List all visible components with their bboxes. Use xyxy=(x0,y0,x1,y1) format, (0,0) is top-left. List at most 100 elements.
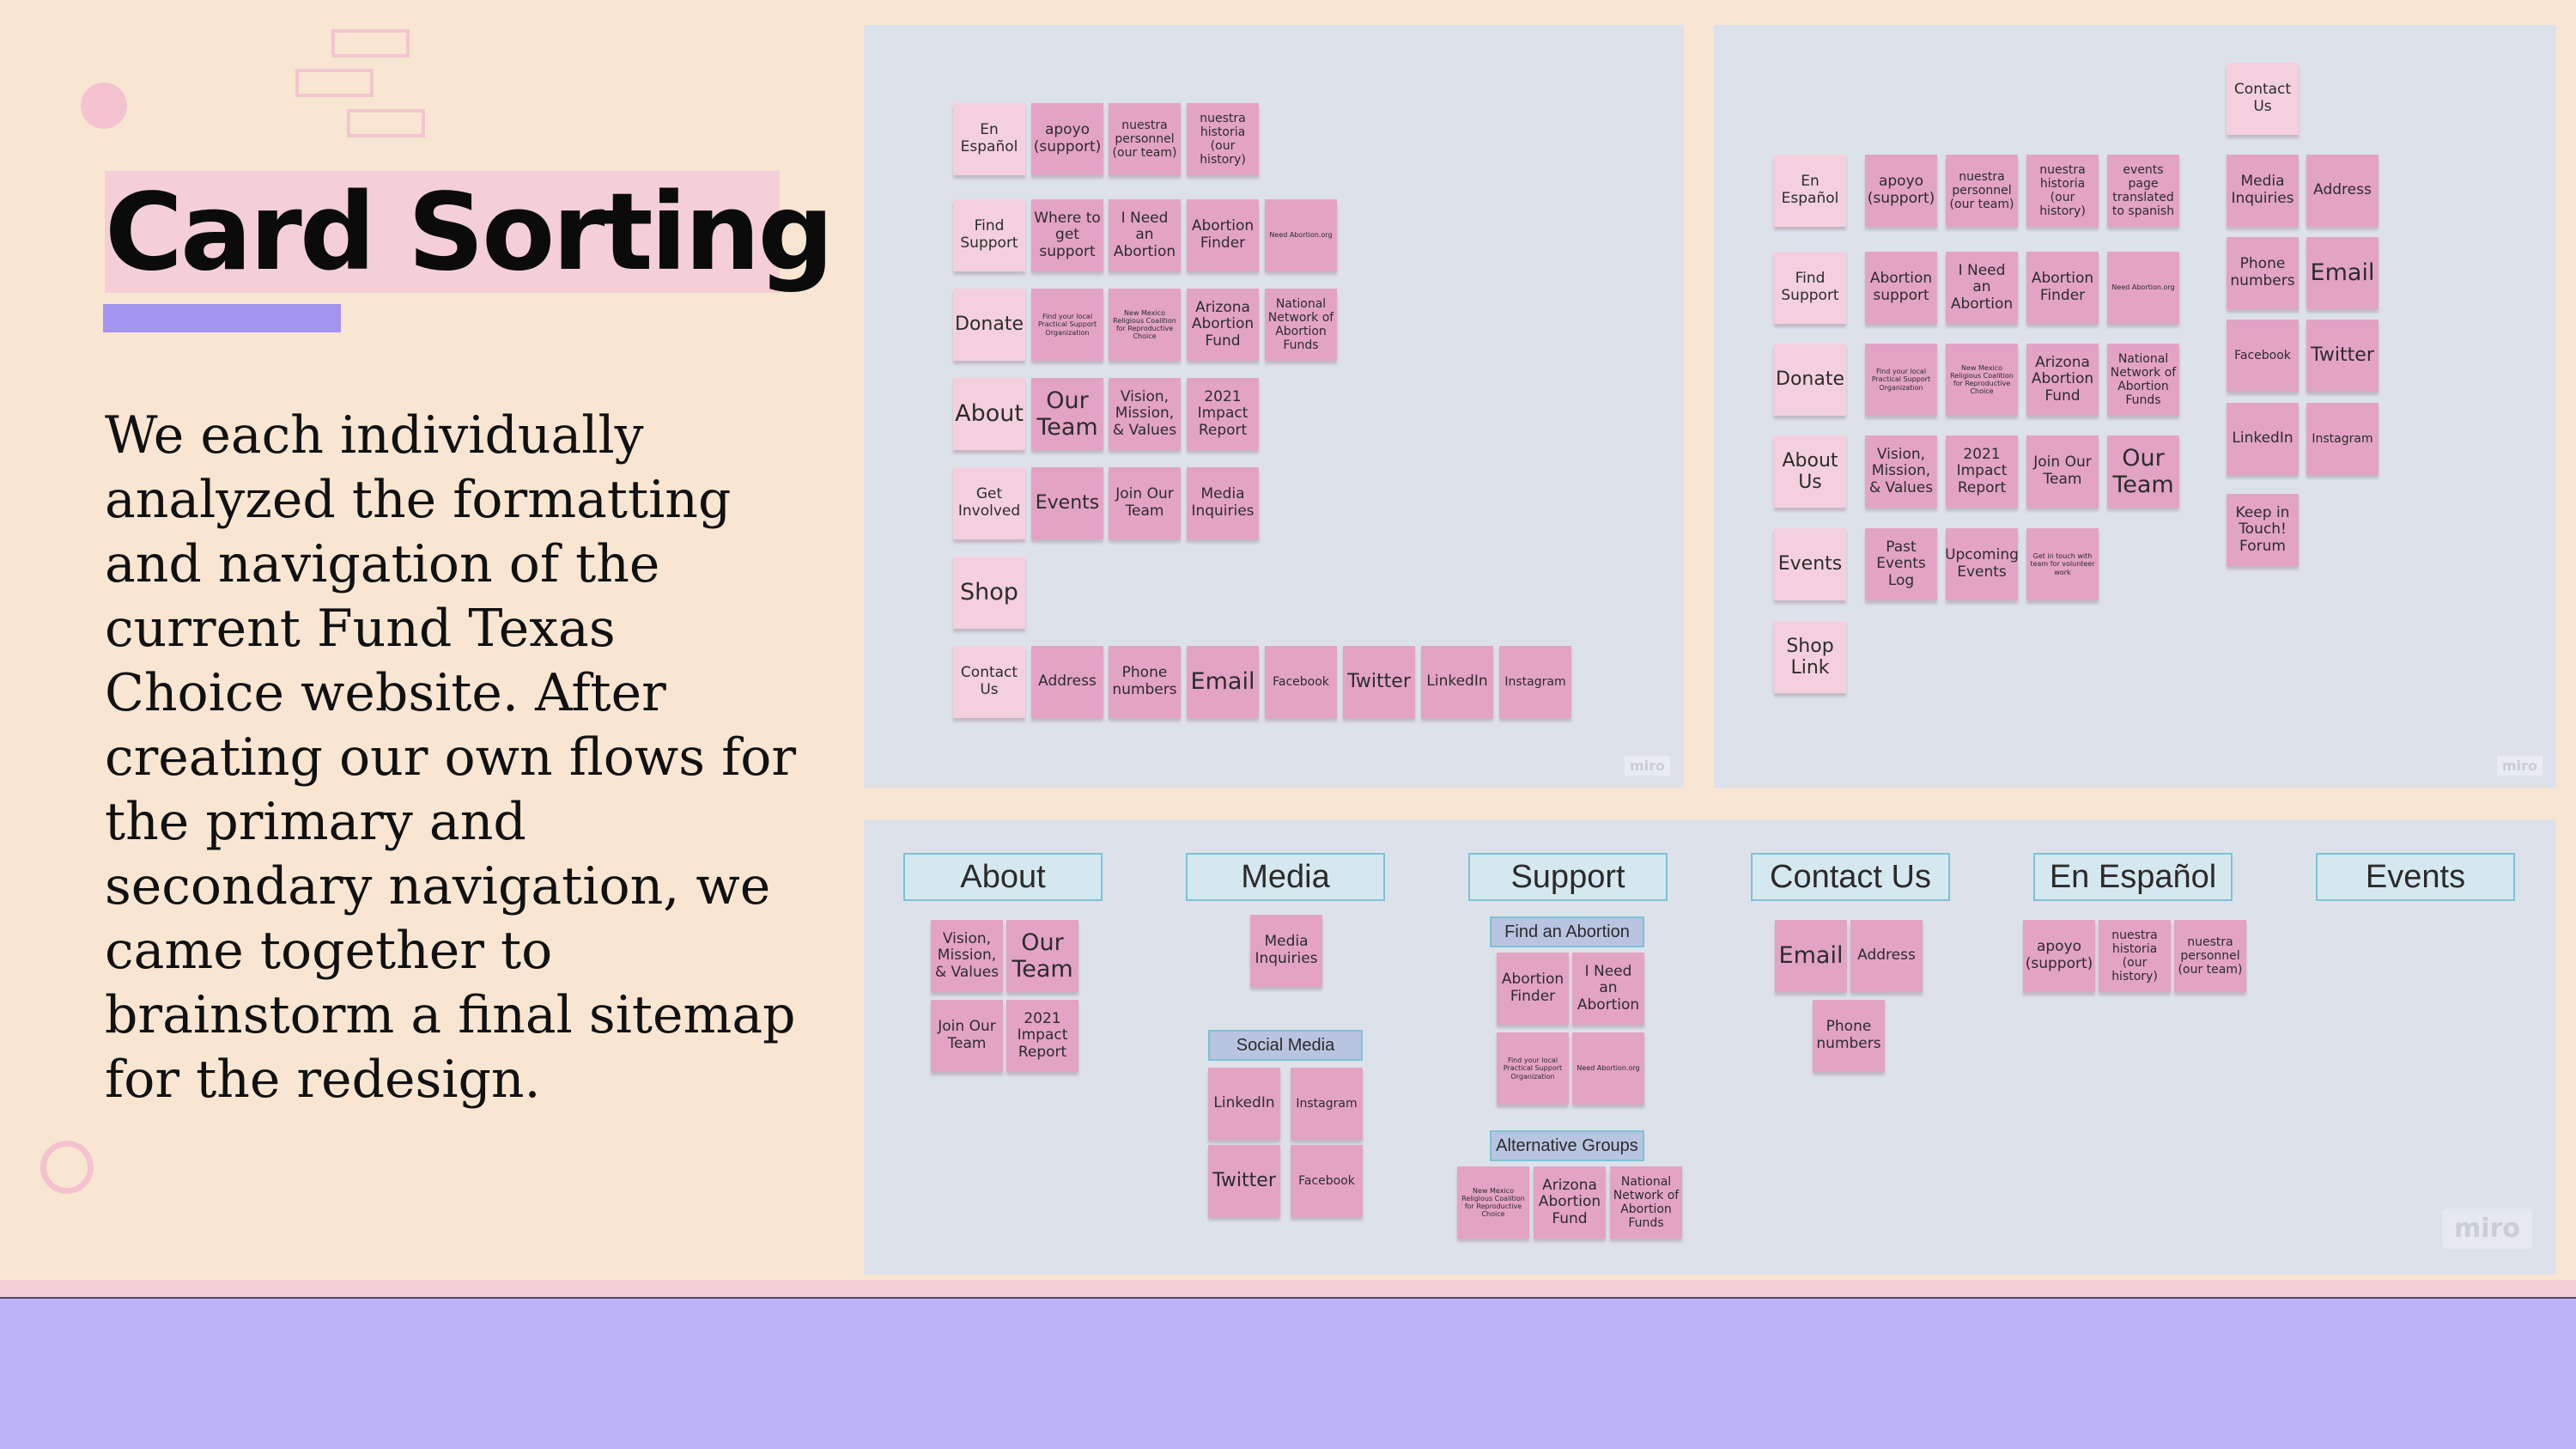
sticky-note[interactable]: events page translated to spanish xyxy=(2107,155,2179,227)
sticky-note[interactable]: Vision, Mission, & Values xyxy=(931,920,1003,992)
sticky-note[interactable]: nuestra historia (our history) xyxy=(1187,103,1259,175)
sticky-note[interactable]: Media Inquiries xyxy=(1250,915,1322,987)
sticky-note[interactable]: Find Support xyxy=(1774,252,1846,324)
sticky-note[interactable]: Keep in Touch! Forum xyxy=(2227,494,2299,566)
sticky-note[interactable]: Arizona Abortion Fund xyxy=(2026,344,2099,416)
sticky-note[interactable]: Twitter xyxy=(1208,1145,1280,1217)
sticky-note[interactable]: Donate xyxy=(953,289,1025,361)
sticky-note[interactable]: Facebook xyxy=(1265,646,1337,718)
sticky-note[interactable]: Email xyxy=(1187,646,1259,718)
sticky-note[interactable]: nuestra historia (our history) xyxy=(2099,920,2171,992)
sticky-note[interactable]: Upcoming Events xyxy=(1946,528,2018,600)
sticky-note[interactable]: Donate xyxy=(1774,344,1846,416)
sticky-note[interactable]: Phone numbers xyxy=(1813,1000,1885,1072)
sticky-note[interactable]: Need Abortion.org xyxy=(1265,199,1337,271)
sticky-note[interactable]: Contact Us xyxy=(953,646,1025,718)
sticky-note[interactable]: apoyo (support) xyxy=(1031,103,1103,175)
miro-board-sitemap[interactable]: About Media Support Contact Us En Españo… xyxy=(864,819,2556,1275)
category-support[interactable]: Support xyxy=(1468,853,1668,901)
sticky-note[interactable]: nuestra personnel (our team) xyxy=(1946,155,2018,227)
sticky-note[interactable]: Media Inquiries xyxy=(2227,155,2299,227)
sticky-note[interactable]: Address xyxy=(1031,646,1103,718)
sticky-note[interactable]: I Need an Abortion xyxy=(1109,199,1181,271)
sticky-note[interactable]: Find Support xyxy=(953,199,1025,271)
sticky-note[interactable]: 2021 Impact Report xyxy=(1946,435,2018,508)
sticky-note[interactable]: Events xyxy=(1774,528,1846,600)
sticky-note[interactable]: Get Involved xyxy=(953,467,1025,539)
subcategory-find-an-abortion[interactable]: Find an Abortion xyxy=(1490,916,1644,947)
sticky-note[interactable]: En Español xyxy=(1774,155,1846,227)
sticky-note[interactable]: Facebook xyxy=(1291,1145,1363,1217)
sticky-note[interactable]: New Mexico Religious Coalition for Repro… xyxy=(1109,289,1181,361)
sticky-note[interactable]: Contact Us xyxy=(2227,63,2299,135)
sticky-note[interactable]: LinkedIn xyxy=(1421,646,1493,718)
sticky-note[interactable]: Twitter xyxy=(1343,646,1415,718)
category-en-espanol[interactable]: En Español xyxy=(2033,853,2233,901)
sticky-note[interactable]: Find your local Practical Support Organi… xyxy=(1031,289,1103,361)
sticky-note[interactable]: Our Team xyxy=(1031,378,1103,450)
category-contact-us[interactable]: Contact Us xyxy=(1751,853,1950,901)
sticky-note[interactable]: nuestra personnel (our team) xyxy=(1109,103,1181,175)
sticky-note[interactable]: Vision, Mission, & Values xyxy=(1865,435,1937,508)
sticky-note[interactable]: I Need an Abortion xyxy=(1946,252,2018,324)
sticky-note[interactable]: Facebook xyxy=(2227,320,2299,392)
sticky-note[interactable]: Address xyxy=(2306,155,2379,227)
sticky-note[interactable]: 2021 Impact Report xyxy=(1006,1000,1078,1072)
sticky-note[interactable]: Vision, Mission, & Values xyxy=(1109,378,1181,450)
sticky-note[interactable]: Need Abortion.org xyxy=(1572,1032,1644,1105)
category-media[interactable]: Media xyxy=(1186,853,1385,901)
sticky-note[interactable]: Email xyxy=(1775,920,1847,992)
sticky-note[interactable]: LinkedIn xyxy=(1208,1068,1280,1140)
sticky-note[interactable]: Abortion Finder xyxy=(2026,252,2099,324)
sticky-note[interactable]: Twitter xyxy=(2306,320,2379,392)
sticky-note[interactable]: Phone numbers xyxy=(1109,646,1181,718)
sticky-note[interactable]: Need Abortion.org xyxy=(2107,252,2179,324)
sticky-note[interactable]: Arizona Abortion Fund xyxy=(1534,1166,1606,1239)
sticky-note[interactable]: Media Inquiries xyxy=(1187,467,1259,539)
sticky-note[interactable]: Our Team xyxy=(2107,435,2179,508)
sticky-note[interactable]: Join Our Team xyxy=(2026,435,2099,508)
sticky-note[interactable]: National Network of Abortion Funds xyxy=(1265,289,1337,361)
sticky-note[interactable]: Past Events Log xyxy=(1865,528,1937,600)
sticky-note[interactable]: Get in touch with team for volunteer wor… xyxy=(2026,528,2099,600)
sticky-note[interactable]: Join Our Team xyxy=(931,1000,1003,1072)
sticky-note[interactable]: About xyxy=(953,378,1025,450)
sticky-note[interactable]: Abortion support xyxy=(1865,252,1937,324)
sticky-note[interactable]: I Need an Abortion xyxy=(1572,953,1644,1025)
sticky-note[interactable]: nuestra historia (our history) xyxy=(2026,155,2099,227)
sticky-note[interactable]: National Network of Abortion Funds xyxy=(2107,344,2179,416)
miro-board-2[interactable]: En Español apoyo (support) nuestra perso… xyxy=(1714,25,2556,788)
sticky-note[interactable]: Where to get support xyxy=(1031,199,1103,271)
sticky-note[interactable]: nuestra personnel (our team) xyxy=(2174,920,2246,992)
sticky-note[interactable]: Shop Link xyxy=(1774,621,1846,693)
sticky-note[interactable]: Shop xyxy=(953,557,1025,629)
sticky-note[interactable]: Address xyxy=(1850,920,1923,992)
category-events[interactable]: Events xyxy=(2316,853,2515,901)
sticky-note[interactable]: apoyo (support) xyxy=(2023,920,2095,992)
sticky-note[interactable]: apoyo (support) xyxy=(1865,155,1937,227)
sticky-note[interactable]: Instagram xyxy=(2306,403,2379,475)
sticky-note[interactable]: Arizona Abortion Fund xyxy=(1187,289,1259,361)
sticky-note[interactable]: Events xyxy=(1031,467,1103,539)
sticky-note[interactable]: En Español xyxy=(953,103,1025,175)
sticky-note[interactable]: Phone numbers xyxy=(2227,237,2299,309)
sticky-note[interactable]: Join Our Team xyxy=(1109,467,1181,539)
sticky-note[interactable]: Instagram xyxy=(1499,646,1571,718)
sticky-note[interactable]: Abortion Finder xyxy=(1187,199,1259,271)
sticky-note[interactable]: 2021 Impact Report xyxy=(1187,378,1259,450)
category-about[interactable]: About xyxy=(903,853,1103,901)
sticky-note[interactable]: Find your local Practical Support Organi… xyxy=(1865,344,1937,416)
sticky-note[interactable]: Abortion Finder xyxy=(1497,953,1569,1025)
sticky-note[interactable]: Instagram xyxy=(1291,1068,1363,1140)
sticky-note[interactable]: Our Team xyxy=(1006,920,1078,992)
sticky-note[interactable]: Find your local Practical Support Organi… xyxy=(1497,1032,1569,1105)
sticky-note[interactable]: LinkedIn xyxy=(2227,403,2299,475)
sticky-note[interactable]: New Mexico Religious Coalition for Repro… xyxy=(1946,344,2018,416)
sticky-note[interactable]: New Mexico Religious Coalition for Repro… xyxy=(1457,1166,1529,1239)
subcategory-social-media[interactable]: Social Media xyxy=(1208,1030,1363,1061)
sticky-note[interactable]: National Network of Abortion Funds xyxy=(1610,1166,1682,1239)
miro-board-1[interactable]: En Español apoyo (support) nuestra perso… xyxy=(864,25,1684,788)
sticky-note[interactable]: About Us xyxy=(1774,435,1846,508)
sticky-note[interactable]: Email xyxy=(2306,237,2379,309)
subcategory-alternative-groups[interactable]: Alternative Groups xyxy=(1490,1130,1644,1161)
